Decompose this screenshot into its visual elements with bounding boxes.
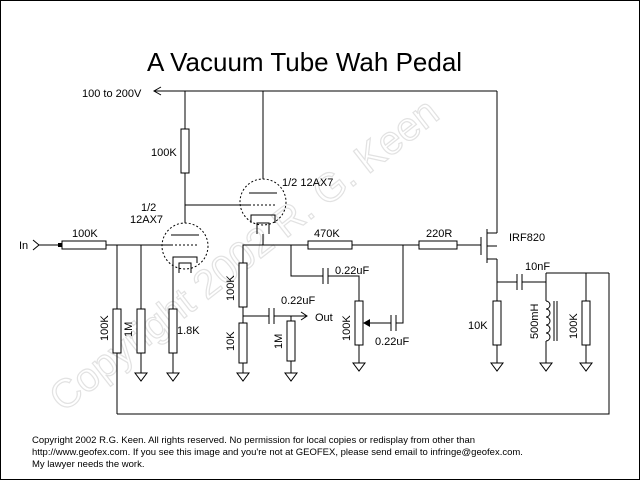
ground-symbol (352, 362, 366, 372)
tube-2-label: 1/2 12AX7 (282, 177, 333, 189)
ground-symbol (166, 372, 180, 382)
cathode-resistor-100k (238, 262, 248, 308)
load-resistor-100k-label: 100K (568, 313, 580, 339)
inductor-500mh (545, 300, 558, 363)
input-resistor-label: 100K (72, 228, 98, 240)
input-label: In (19, 240, 28, 252)
input-jack (32, 239, 62, 251)
diagram-title: A Vacuum Tube Wah Pedal (147, 47, 462, 77)
ground-symbol (284, 372, 298, 382)
footer-line: http://www.geofex.com. If you see this i… (32, 447, 523, 458)
tube-1-label-a: 1/2 (141, 202, 156, 214)
ground-symbol (539, 362, 553, 372)
source-resistor-10k-label: 10K (468, 320, 488, 332)
tube-1-label-b: 12AX7 (130, 214, 163, 226)
supply-label: 100 to 200V (82, 88, 142, 100)
supply-rail (152, 86, 498, 223)
grid-resistor-1m-label: 1M (123, 322, 135, 337)
cathode-resistor-10k-label: 10K (225, 331, 237, 351)
footer-line: Copyright 2002 R.G. Keen. All rights res… (32, 435, 476, 446)
copyright-watermark: Copyright 2002 R. G. Keen (41, 90, 447, 420)
cap-022-top-label: 0.22uF (335, 265, 370, 277)
ground-symbol (134, 372, 148, 382)
mosfet-label: IRF820 (509, 232, 545, 244)
footer-line: My lawyer needs the work. (32, 459, 145, 470)
input-resistor (61, 240, 107, 250)
cap-022-pot-label: 0.22uF (375, 336, 410, 348)
output-resistor-1m-label: 1M (273, 334, 285, 349)
plate-resistor (180, 128, 190, 174)
ground-symbol (236, 372, 250, 382)
output-label: Out (315, 312, 333, 324)
cathode-resistor-100k-label: 100K (225, 275, 237, 301)
inductor-label: 500mH (529, 303, 541, 339)
cathode-resistor-10k (238, 322, 248, 364)
copyright-footer: Copyright 2002 R.G. Keen. All rights res… (32, 435, 632, 471)
feedback-resistor-470k-label: 470K (314, 228, 340, 240)
load-resistor-100k (581, 300, 591, 346)
gate-resistor-220r-label: 220R (426, 228, 452, 240)
feedback-resistor-470k (307, 240, 353, 250)
output-cap-label: 0.22uF (281, 295, 316, 307)
ground-symbol (579, 362, 593, 372)
mosfet-irf820 (480, 223, 498, 301)
wiper-arrow-icon (363, 319, 370, 327)
cathode-resistor-1k8 (168, 308, 178, 354)
wah-pot-100k-label: 100K (341, 315, 353, 341)
cap-10nf-label: 10nF (525, 261, 550, 273)
ground-symbol (490, 362, 504, 372)
tube-2 (239, 178, 287, 234)
source-resistor-10k (492, 300, 502, 346)
grid-resistor-100k-label: 100K (99, 315, 111, 341)
grid-resistor-1m (136, 308, 146, 354)
output-resistor-1m (286, 320, 296, 362)
plate-resistor-label: 100K (151, 147, 177, 159)
cathode-resistor-1k8-label: 1.8K (177, 325, 200, 337)
grid-resistor-100k (112, 308, 122, 354)
tube-1 (161, 222, 209, 273)
gate-resistor-220r (418, 240, 458, 250)
wah-pot-100k (354, 300, 364, 346)
